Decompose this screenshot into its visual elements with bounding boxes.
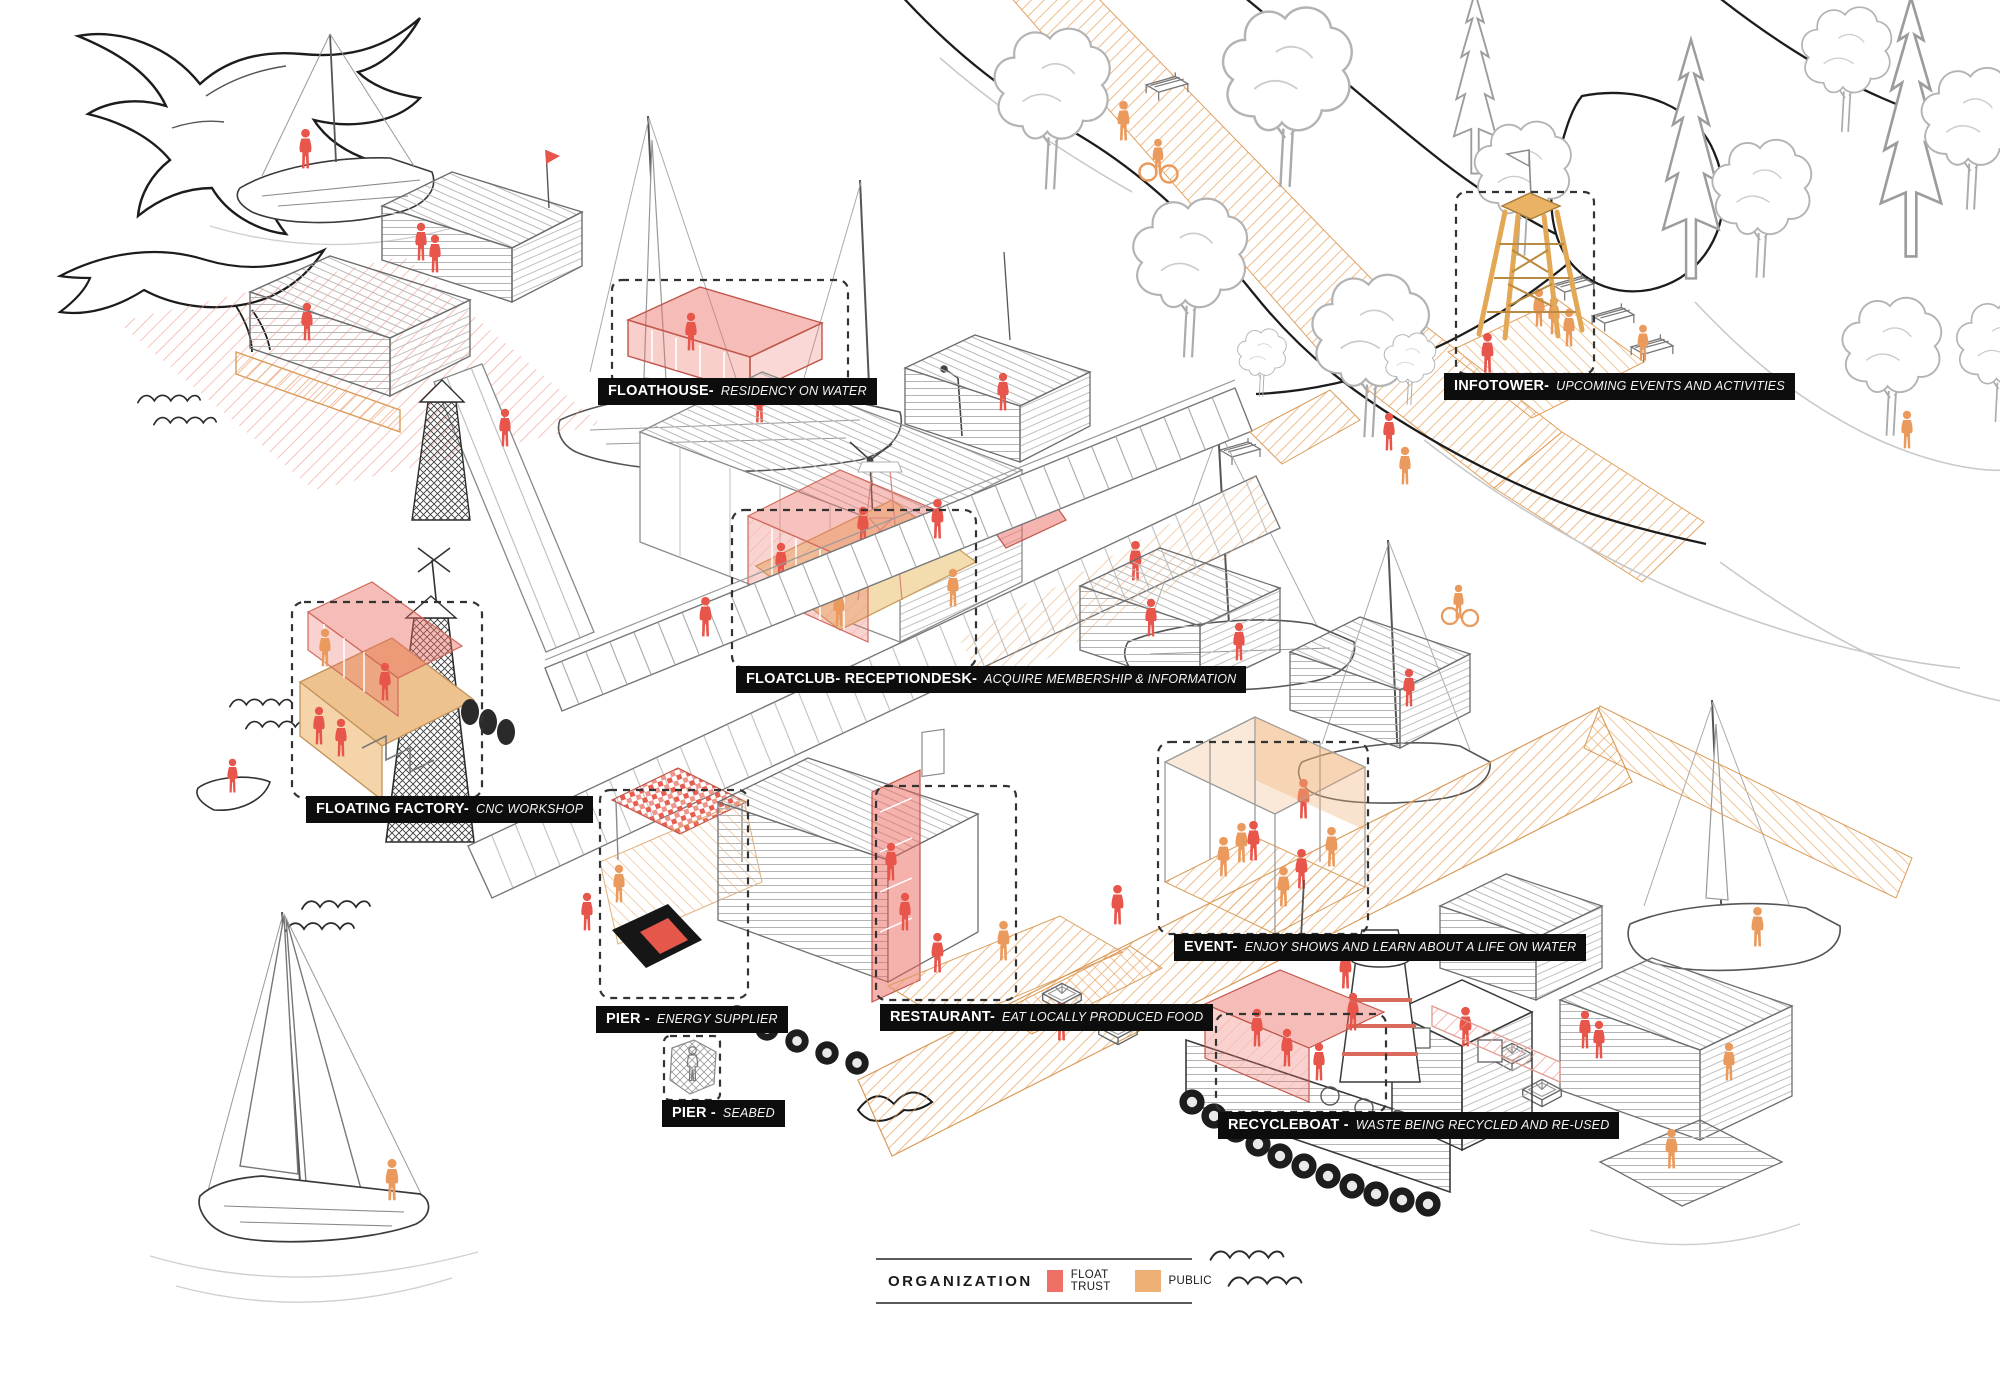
label-pier-energy: PIER - ENERGY SUPPLIER — [596, 1006, 788, 1033]
label-name: PIER - — [672, 1105, 716, 1121]
houseboat-upper-2 — [1078, 547, 1282, 692]
rowboat — [196, 758, 271, 811]
label-name: FLOATCLUB- RECEPTIONDESK- — [746, 671, 978, 687]
label-desc: WASTE BEING RECYCLED AND RE-USED — [1355, 1118, 1610, 1132]
cyclist — [1440, 584, 1480, 628]
legend-heading: ORGANIZATION — [888, 1272, 1033, 1290]
label-pier-seabed: PIER - SEABED — [662, 1100, 785, 1127]
pier-seabed — [669, 1039, 717, 1095]
crane-tower-small — [411, 379, 471, 521]
houseboat-upper-1 — [903, 251, 1092, 464]
label-desc: ENJOY SHOWS AND LEARN ABOUT A LIFE ON WA… — [1244, 940, 1577, 954]
zone-floatclub — [730, 508, 978, 670]
label-desc: EAT LOCALLY PRODUCED FOOD — [1002, 1010, 1204, 1024]
shore-gangway — [1249, 389, 1361, 465]
label-name: RESTAURANT- — [890, 1009, 996, 1025]
zone-restaurant — [874, 784, 1018, 1002]
label-name: FLOATHOUSE- — [608, 383, 714, 399]
floathouse-gangway — [433, 363, 595, 653]
label-desc: ACQUIRE MEMBERSHIP & INFORMATION — [984, 672, 1237, 686]
zone-pier-energy — [598, 788, 750, 1000]
restaurant — [716, 728, 1124, 1075]
label-desc: RESIDENCY ON WATER — [720, 384, 867, 398]
infotower — [1476, 149, 1585, 341]
sailboat-bottomleft — [149, 911, 479, 1303]
label-desc: SEABED — [722, 1106, 775, 1120]
label-name: RECYCLEBOAT - — [1228, 1117, 1349, 1133]
legend: ORGANIZATION FLOAT TRUST PUBLIC — [876, 1258, 1212, 1304]
label-desc: CNC WORKSHOP — [475, 802, 584, 816]
floathouse-gray-2 — [380, 149, 584, 304]
label-desc: ENERGY SUPPLIER — [656, 1012, 778, 1026]
floathouse-gray-1 — [235, 255, 472, 433]
label-name: FLOATING FACTORY- — [316, 801, 469, 817]
zone-floathouse — [610, 278, 850, 388]
park-figures — [1117, 100, 1913, 628]
pontoon-bottom-right — [1589, 1119, 1801, 1246]
cyclist — [1138, 138, 1179, 184]
label-floatclub: FLOATCLUB- RECEPTIONDESK- ACQUIRE MEMBER… — [736, 666, 1247, 693]
label-name: PIER - — [606, 1011, 650, 1027]
float-trust-swatch — [1046, 1270, 1063, 1292]
floating-factory — [298, 581, 515, 802]
label-name: INFOTOWER- — [1454, 378, 1550, 394]
label-name: EVENT- — [1184, 939, 1238, 955]
label-infotower: INFOTOWER- UPCOMING EVENTS AND ACTIVITIE… — [1444, 373, 1795, 400]
label-floating-factory: FLOATING FACTORY- CNC WORKSHOP — [306, 796, 594, 823]
event-pavilion — [1163, 716, 1367, 935]
label-desc: UPCOMING EVENTS AND ACTIVITIES — [1556, 379, 1785, 393]
public-label: PUBLIC — [1168, 1275, 1212, 1287]
float-trust-label: FLOAT TRUST — [1070, 1269, 1111, 1293]
river-lines — [939, 57, 2000, 702]
public-swatch — [1134, 1270, 1161, 1292]
legend-item-float-trust: FLOAT TRUST — [1046, 1269, 1121, 1293]
houseboat-upper-3 — [1288, 616, 1472, 750]
label-recycleboat: RECYCLEBOAT - WASTE BEING RECYCLED AND R… — [1218, 1112, 1620, 1139]
legend-item-public: PUBLIC — [1134, 1270, 1212, 1292]
label-event: EVENT- ENJOY SHOWS AND LEARN ABOUT A LIF… — [1174, 934, 1587, 961]
label-restaurant: RESTAURANT- EAT LOCALLY PRODUCED FOOD — [880, 1004, 1214, 1031]
label-floathouse: FLOATHOUSE- RESIDENCY ON WATER — [598, 378, 877, 405]
marina — [118, 149, 1913, 1246]
